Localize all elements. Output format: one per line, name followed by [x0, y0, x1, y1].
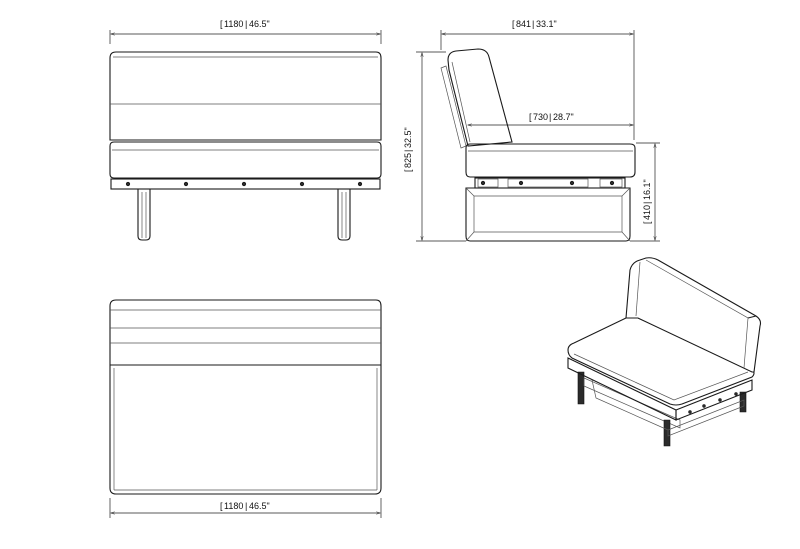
leg-left-front: [137, 188, 151, 241]
svg-text:|: |: [245, 19, 247, 29]
svg-text:[: [: [512, 19, 515, 29]
seat-cushion-front: [109, 141, 382, 179]
svg-text:46.5": 46.5": [249, 501, 270, 511]
svg-text:410: 410: [642, 205, 652, 220]
svg-text:|: |: [642, 202, 652, 204]
top-width-label: [ 1180 | 46.5": [220, 501, 270, 511]
top-view: [ 1180 | 46.5": [109, 299, 382, 518]
front-view: [ 1180 | 46.5": [109, 16, 382, 241]
svg-text:|: |: [532, 19, 534, 29]
seat-depth-label: [ 730 | 28.7": [529, 112, 574, 122]
iso-seat-top: [567, 316, 755, 406]
svg-text:[: [: [220, 19, 223, 29]
svg-text:[: [: [403, 169, 413, 172]
svg-text:[: [: [642, 221, 652, 224]
leg-right-front: [337, 188, 351, 241]
svg-text:[: [: [529, 112, 532, 122]
svg-text:[: [: [220, 501, 223, 511]
svg-text:841: 841: [516, 19, 531, 29]
seat-height-label: [ 410 | 16.1": [640, 174, 654, 226]
isometric-view: [567, 257, 762, 447]
svg-text:|: |: [549, 112, 551, 122]
svg-text:|: |: [245, 501, 247, 511]
iso-backrest: [625, 257, 762, 373]
frame-rail-front: [110, 178, 381, 190]
svg-text:1180: 1180: [224, 19, 243, 29]
overall-height-label: [ 825 | 32.5": [401, 122, 415, 174]
svg-text:825: 825: [403, 153, 413, 168]
svg-text:28.7": 28.7": [553, 112, 574, 122]
backrest-front: [109, 51, 382, 141]
top-outline: [109, 299, 382, 495]
side-view: [ 841 | 33.1" [ 730 | 28.7" [ 825 | 32.5…: [401, 16, 660, 242]
svg-text:33.1": 33.1": [536, 19, 557, 29]
svg-text:16.1": 16.1": [642, 179, 652, 200]
frame-rail-side: [474, 177, 626, 189]
svg-text:730: 730: [533, 112, 548, 122]
backrest-side: [447, 48, 513, 147]
side-depth-label: [ 841 | 33.1": [512, 19, 557, 29]
svg-text:|: |: [403, 150, 413, 152]
svg-text:1180: 1180: [224, 501, 243, 511]
svg-text:32.5": 32.5": [403, 127, 413, 148]
svg-text:46.5": 46.5": [249, 19, 270, 29]
seat-cushion-side: [465, 143, 636, 178]
base-frame-side: [465, 187, 631, 242]
front-width-label: [ 1180 | 46.5": [220, 19, 270, 29]
